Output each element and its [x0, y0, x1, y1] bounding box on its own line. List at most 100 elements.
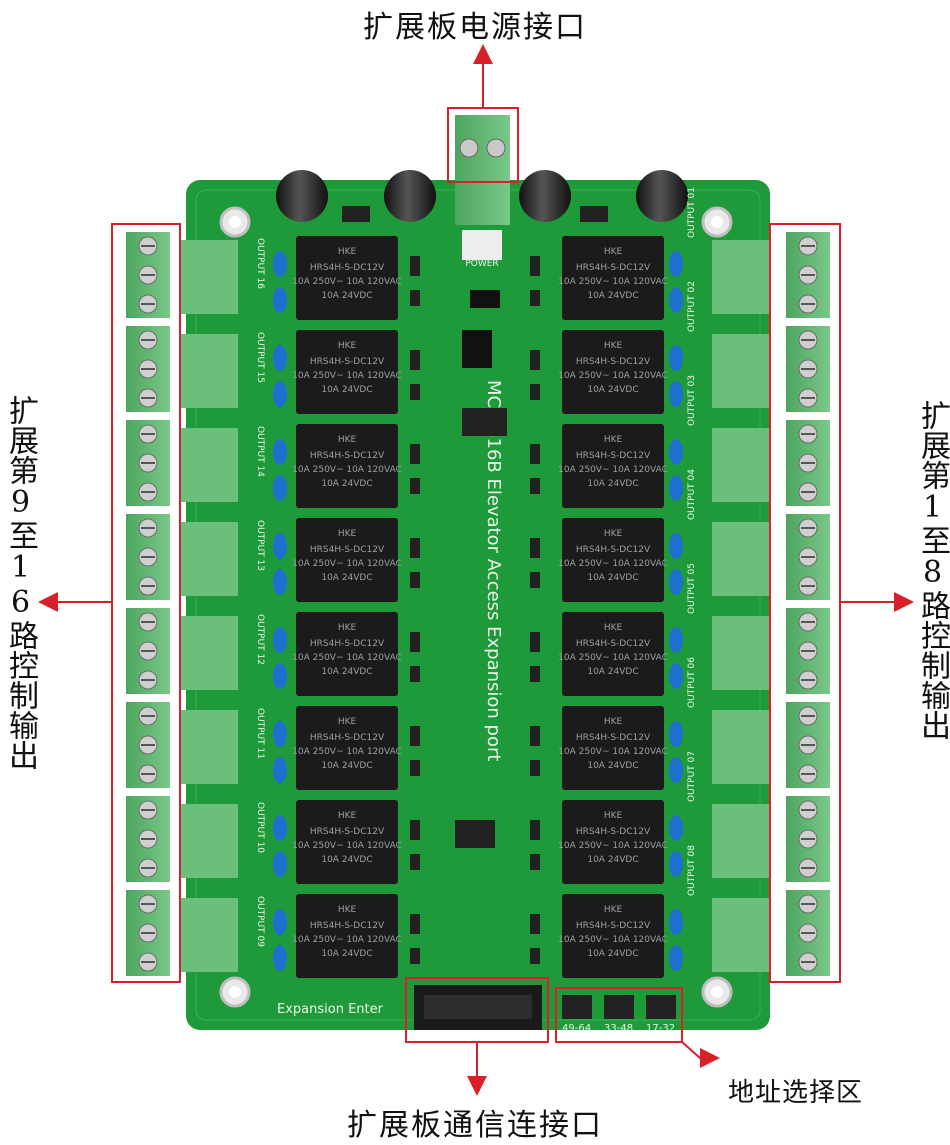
relay-model: HRS4H-S-DC12V — [576, 545, 651, 555]
output-label: OUTPUT 04 — [687, 469, 697, 520]
varistor — [669, 663, 683, 689]
relay-brand: HKE — [604, 341, 623, 351]
relay-rating: 10A 250V~ 10A 120VAC — [558, 277, 668, 287]
relay — [296, 800, 398, 884]
board-title: MC-5816B Elevator Access Expansion port — [483, 380, 504, 761]
relay-rating: 10A 24VDC — [321, 573, 372, 583]
mounting-holes — [219, 206, 733, 1008]
relay-rating: 10A 24VDC — [587, 667, 638, 677]
relay-rating: 10A 24VDC — [321, 761, 372, 771]
varistor — [273, 439, 287, 465]
terminal-header — [712, 804, 770, 878]
relay-brand: HKE — [338, 717, 357, 727]
relay-rating: 10A 24VDC — [321, 385, 372, 395]
relay-rating: 10A 250V~ 10A 120VAC — [292, 653, 402, 663]
relay-brand: HKE — [338, 905, 357, 915]
varistor — [669, 851, 683, 877]
smd-part — [530, 384, 540, 400]
relay — [562, 236, 664, 320]
relay-rating: 10A 24VDC — [587, 573, 638, 583]
relay-model: HRS4H-S-DC12V — [576, 451, 651, 461]
output-label: OUTPUT 03 — [687, 375, 697, 426]
relay-rating: 10A 250V~ 10A 120VAC — [558, 465, 668, 475]
output-label: OUTPUT 13 — [255, 520, 265, 571]
varistor — [273, 757, 287, 783]
relay-brand: HKE — [604, 529, 623, 539]
relay-rating: 10A 24VDC — [321, 855, 372, 865]
smd-part — [530, 760, 540, 776]
right-outputs-label: 扩展第1至8路控制输出 — [915, 400, 950, 740]
addr-range-3: 17-32 — [646, 1023, 675, 1034]
varistor — [273, 251, 287, 277]
smd-part — [530, 726, 540, 746]
relay-rating: 10A 24VDC — [587, 949, 638, 959]
terminal-header — [712, 898, 770, 972]
varistor — [273, 345, 287, 371]
varistor — [273, 533, 287, 559]
address-jumpers: 49-64 33-48 17-32 — [562, 995, 676, 1034]
varistor — [669, 815, 683, 841]
varistor — [273, 627, 287, 653]
relay-brand: HKE — [338, 247, 357, 257]
relay-rating: 10A 24VDC — [321, 949, 372, 959]
expansion-enter-silk: Expansion Enter — [277, 1002, 384, 1017]
relay-model: HRS4H-S-DC12V — [310, 827, 385, 837]
relay — [296, 236, 398, 320]
smd-part — [410, 632, 420, 652]
relay-brand: HKE — [338, 435, 357, 445]
varistor — [273, 851, 287, 877]
varistor — [669, 345, 683, 371]
terminal-header — [180, 804, 238, 878]
callout-arrows — [38, 44, 914, 1096]
varistor — [273, 909, 287, 935]
relay — [296, 518, 398, 602]
smd-part — [530, 444, 540, 464]
relay-model: HRS4H-S-DC12V — [576, 733, 651, 743]
terminal-header — [712, 710, 770, 784]
varistor — [669, 569, 683, 595]
relay-model: HRS4H-S-DC12V — [576, 263, 651, 273]
relay-model: HRS4H-S-DC12V — [576, 357, 651, 367]
relay-rating: 10A 250V~ 10A 120VAC — [558, 841, 668, 851]
smd-part — [410, 538, 420, 558]
smd-part — [530, 666, 540, 682]
smd-part — [530, 572, 540, 588]
relay-rating: 10A 24VDC — [587, 855, 638, 865]
relay-rating: 10A 24VDC — [321, 667, 372, 677]
smd-part — [530, 478, 540, 494]
varistor — [669, 945, 683, 971]
smd-part — [410, 256, 420, 276]
terminal-header — [180, 710, 238, 784]
relay — [562, 330, 664, 414]
smd-part — [530, 820, 540, 840]
power-interface-label: 扩展板电源接口 — [363, 10, 587, 45]
output-label: OUTPUT 10 — [255, 802, 265, 853]
output-label: OUTPUT 15 — [255, 332, 265, 383]
relay-model: HRS4H-S-DC12V — [310, 263, 385, 273]
terminal-header — [180, 428, 238, 502]
relay-rating: 10A 250V~ 10A 120VAC — [292, 559, 402, 569]
varistor — [273, 569, 287, 595]
output-label: OUTPUT 09 — [255, 896, 265, 947]
varistor — [273, 475, 287, 501]
relay-rating: 10A 250V~ 10A 120VAC — [292, 277, 402, 287]
output-label: OUTPUT 02 — [687, 281, 697, 332]
relay-rating: 10A 250V~ 10A 120VAC — [292, 841, 402, 851]
relay-rating: 10A 250V~ 10A 120VAC — [558, 653, 668, 663]
output-label: OUTPUT 08 — [687, 845, 697, 896]
relay-brand: HKE — [604, 247, 623, 257]
power-silk: POWER — [465, 259, 498, 269]
relay-model: HRS4H-S-DC12V — [310, 451, 385, 461]
relay — [562, 800, 664, 884]
relay — [562, 424, 664, 508]
relay-model: HRS4H-S-DC12V — [310, 921, 385, 931]
smd-part — [410, 914, 420, 934]
relay-rating: 10A 250V~ 10A 120VAC — [558, 747, 668, 757]
relay-model: HRS4H-S-DC12V — [576, 827, 651, 837]
terminal-header — [712, 522, 770, 596]
